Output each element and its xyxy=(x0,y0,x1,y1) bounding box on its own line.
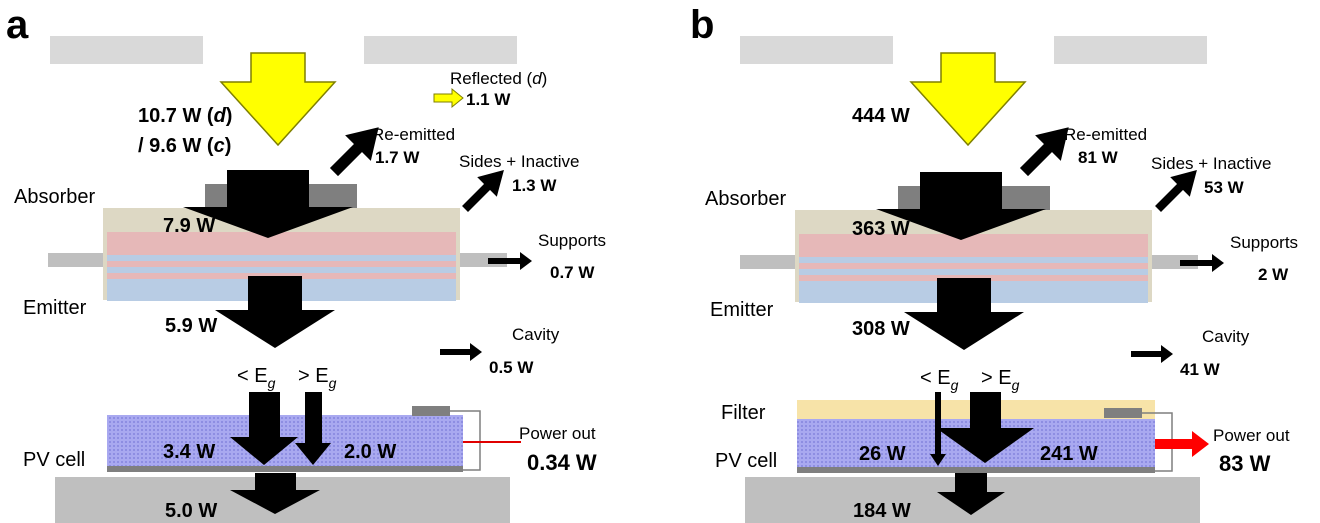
emitter-layer-b xyxy=(799,263,1148,269)
pv-cell-label-b: PV cell xyxy=(715,450,777,472)
supports-value-a: 0.7 W xyxy=(550,263,595,282)
substrate-arrow-b xyxy=(937,473,1005,515)
supports-arrow-a xyxy=(488,252,532,270)
emitted-arrow-a xyxy=(215,276,335,348)
pv-back-contact-b xyxy=(797,467,1155,473)
supports-value-b: 2 W xyxy=(1258,265,1289,284)
panel-letter-a: a xyxy=(6,3,29,47)
absorbed-arrow-a xyxy=(183,170,353,238)
substrate-arrow-a xyxy=(230,473,320,514)
absorber-value-a: 7.9 W xyxy=(163,215,215,237)
sides-label-b: Sides + Inactive xyxy=(1151,154,1272,173)
panel-a: a 10.7 W (d) / 9.6 W (c) Reflected (d) 1… xyxy=(6,3,606,523)
emitter-layer-b xyxy=(799,234,1148,257)
reemitted-arrow-a xyxy=(329,127,379,177)
emitted-arrow-b xyxy=(904,278,1024,350)
supports-label-b: Supports xyxy=(1230,233,1298,252)
sides-value-a: 1.3 W xyxy=(512,176,557,195)
cavity-label-a: Cavity xyxy=(512,325,560,344)
input-power-line1-a: 10.7 W (d) xyxy=(138,105,232,127)
cavity-value-b: 41 W xyxy=(1180,360,1221,379)
emitter-label-a: Emitter xyxy=(23,297,87,319)
input-power-b: 444 W xyxy=(852,105,910,127)
emitter-layer-a xyxy=(107,267,456,273)
panel-letter-b: b xyxy=(690,3,714,47)
input-power-line2-a: / 9.6 W (c) xyxy=(138,135,231,157)
power-out-arrow-b xyxy=(1155,431,1209,457)
reemitted-label-a: Re-emitted xyxy=(372,125,455,144)
emitter-layer-a xyxy=(107,255,456,261)
emitter-value-a: 5.9 W xyxy=(165,315,217,337)
reflected-arrow-a xyxy=(433,87,464,109)
sides-arrow-b xyxy=(1155,170,1197,212)
aperture-right-a xyxy=(364,36,517,64)
pv-cell-label-a: PV cell xyxy=(23,449,85,471)
sides-value-b: 53 W xyxy=(1204,178,1245,197)
absorber-label-b: Absorber xyxy=(705,188,786,210)
power-out-value-a: 0.34 W xyxy=(527,450,597,475)
above-bandgap-label-a: > Eg xyxy=(298,365,337,391)
cavity-arrow-b xyxy=(1131,345,1173,363)
supports-label-a: Supports xyxy=(538,231,606,250)
below-bandgap-value-a: 3.4 W xyxy=(163,441,215,463)
reflected-value-a: 1.1 W xyxy=(466,90,511,109)
emitter-layer-b xyxy=(799,257,1148,263)
pv-contact-a xyxy=(412,406,450,416)
pv-wire-a xyxy=(450,410,481,471)
cavity-label-b: Cavity xyxy=(1202,327,1250,346)
above-bandgap-value-b: 241 W xyxy=(1040,443,1098,465)
above-bandgap-arrow-a xyxy=(295,392,331,465)
emitter-layer-a xyxy=(107,261,456,267)
pv-back-contact-a xyxy=(107,466,463,472)
absorber-label-a: Absorber xyxy=(14,186,95,208)
supports-arrow-b xyxy=(1180,254,1224,272)
incident-light-arrow-b xyxy=(909,52,1027,147)
above-bandgap-arrow-b xyxy=(936,392,1034,463)
substrate-value-b: 184 W xyxy=(853,500,911,522)
cavity-arrow-a xyxy=(440,343,482,361)
below-bandgap-label-b: < Eg xyxy=(920,367,959,393)
reemitted-label-b: Re-emitted xyxy=(1064,125,1147,144)
absorber-value-b: 363 W xyxy=(852,218,910,240)
panel-b: b 444 W Re-emitted 81 W Sides + Inactive… xyxy=(690,3,1298,523)
power-out-label-b: Power out xyxy=(1213,426,1290,445)
reemitted-value-b: 81 W xyxy=(1078,148,1119,167)
filter-label-b: Filter xyxy=(721,402,766,424)
reemitted-value-a: 1.7 W xyxy=(375,148,420,167)
below-bandgap-arrow-a xyxy=(230,392,298,465)
below-bandgap-value-b: 26 W xyxy=(859,443,906,465)
incident-light-arrow-a xyxy=(219,52,337,147)
reflected-label-a: Reflected (d) xyxy=(450,69,547,88)
below-bandgap-label-a: < Eg xyxy=(237,365,276,391)
reemitted-arrow-b xyxy=(1019,127,1069,177)
sides-label-a: Sides + Inactive xyxy=(459,152,580,171)
aperture-right-b xyxy=(1054,36,1207,64)
power-out-value-b: 83 W xyxy=(1219,451,1271,476)
aperture-left-a xyxy=(50,36,203,64)
above-bandgap-label-b: > Eg xyxy=(981,367,1020,393)
power-out-label-a: Power out xyxy=(519,424,596,443)
aperture-left-b xyxy=(740,36,893,64)
emitter-layer-b xyxy=(799,269,1148,275)
support-left-b xyxy=(740,255,798,269)
sides-arrow-a xyxy=(462,170,504,212)
above-bandgap-value-a: 2.0 W xyxy=(344,441,396,463)
pv-contact-b xyxy=(1104,408,1142,418)
emitter-label-b: Emitter xyxy=(710,299,774,321)
absorbed-arrow-b xyxy=(876,172,1046,240)
cavity-value-a: 0.5 W xyxy=(489,358,534,377)
emitter-layer-a xyxy=(107,232,456,255)
substrate-value-a: 5.0 W xyxy=(165,500,217,522)
support-left-a xyxy=(48,253,106,267)
emitter-value-b: 308 W xyxy=(852,318,910,340)
